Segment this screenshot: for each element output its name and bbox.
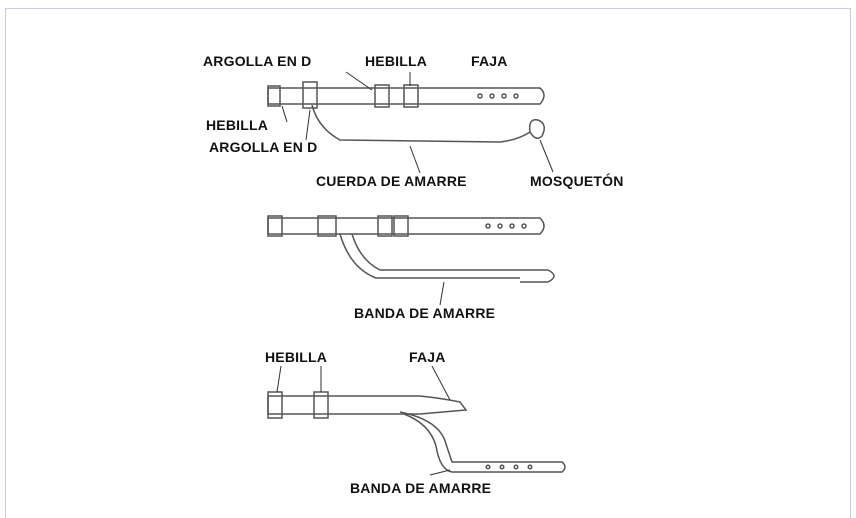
- belt-rope-lanyard-drawing: [267, 81, 545, 143]
- belt-holes-2: [485, 223, 527, 229]
- d-ring-2: [317, 215, 337, 237]
- label-buckle-top: HEBILLA: [365, 53, 428, 69]
- lanyard-strap-2: [339, 233, 520, 279]
- lanyard-strap-3: [399, 411, 566, 473]
- label-buckle-3: HEBILLA: [265, 349, 328, 365]
- figure-frame: [5, 8, 851, 518]
- lanyard-rope-line: [311, 104, 531, 143]
- label-lanyard-strap-2: BANDA DE AMARRE: [354, 305, 496, 321]
- buckle-2a: [377, 215, 393, 237]
- buckle-left-1: [267, 85, 281, 107]
- buckle-top-1b: [403, 84, 419, 108]
- buckle-2b: [393, 215, 409, 237]
- snap-hook-1: [528, 119, 545, 139]
- label-lanyard-strap-3: BANDA DE AMARRE: [350, 480, 492, 496]
- label-belt-top: FAJA: [471, 53, 508, 69]
- label-belt-3: FAJA: [409, 349, 446, 365]
- belt-strap-lanyard-drawing-3: [267, 391, 566, 473]
- label-d-ring-left: ARGOLLA EN D: [209, 139, 318, 155]
- buckle-left-2: [267, 215, 283, 237]
- snap-hook-2: [520, 269, 555, 283]
- belt-strap-1: [267, 87, 545, 105]
- belt-holes-1: [477, 93, 519, 99]
- d-ring-1: [302, 81, 318, 109]
- buckle-top-1a: [374, 84, 390, 108]
- label-buckle-left: HEBILLA: [206, 117, 269, 133]
- label-d-ring-top: ARGOLLA EN D: [203, 53, 312, 69]
- belt-strap-2: [267, 217, 545, 235]
- belt-strap-3: [267, 395, 468, 415]
- label-snap-hook: MOSQUETÓN: [530, 173, 624, 189]
- buckle-3a: [267, 391, 283, 419]
- label-lanyard-rope: CUERDA DE AMARRE: [316, 173, 467, 189]
- belt-strap-lanyard-drawing: [267, 215, 555, 283]
- strap-holes-3: [485, 464, 533, 470]
